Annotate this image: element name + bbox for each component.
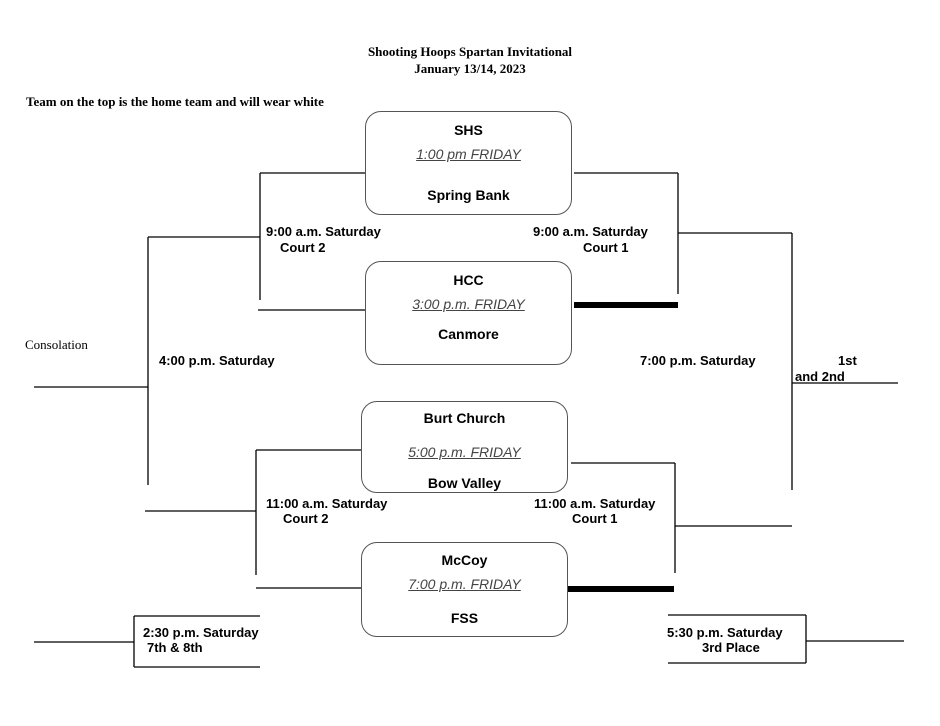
home-team-note: Team on the top is the home team and wil… [26, 94, 324, 109]
game-box-4: McCoy 7:00 p.m. FRIDAY FSS [361, 542, 568, 637]
cons-bottom-court: Court 2 [283, 511, 329, 526]
home-team: SHS [454, 122, 483, 138]
cons-top-court: Court 2 [280, 240, 326, 255]
game-time: 3:00 p.m. FRIDAY [412, 296, 525, 312]
event-dates: January 13/14, 2023 [414, 61, 526, 76]
game-box-2: HCC 3:00 p.m. FRIDAY Canmore [365, 261, 572, 365]
third-place-time: 5:30 p.m. Saturday [667, 625, 783, 640]
game-time: 5:00 p.m. FRIDAY [408, 444, 521, 460]
game-box-3: Burt Church 5:00 p.m. FRIDAY Bow Valley [361, 401, 568, 493]
win-bottom-court: Court 1 [572, 511, 618, 526]
championship-label-2: and 2nd [795, 369, 845, 384]
home-team: McCoy [441, 552, 488, 568]
away-team: Spring Bank [427, 187, 510, 203]
game-box-1: SHS 1:00 pm FRIDAY Spring Bank [365, 111, 572, 215]
seventh-eighth-label: 7th & 8th [147, 640, 203, 655]
third-place-label: 3rd Place [702, 640, 760, 655]
away-team: Bow Valley [427, 475, 502, 491]
home-team: Burt Church [423, 410, 506, 426]
win-bottom-time: 11:00 a.m. Saturday [534, 496, 656, 511]
win-top-court: Court 1 [583, 240, 629, 255]
consolation-label: Consolation [25, 337, 88, 352]
away-team: FSS [450, 610, 479, 626]
win-top-time: 9:00 a.m. Saturday [533, 224, 648, 239]
consolation-final-time: 4:00 p.m. Saturday [159, 353, 275, 368]
home-team: HCC [453, 272, 484, 288]
cons-bottom-time: 11:00 a.m. Saturday [266, 496, 388, 511]
cons-top-time: 9:00 a.m. Saturday [266, 224, 381, 239]
away-team: Canmore [438, 326, 499, 342]
event-title: Shooting Hoops Spartan Invitational [367, 44, 573, 59]
championship-time: 7:00 p.m. Saturday [640, 353, 756, 368]
game-time: 1:00 pm FRIDAY [416, 146, 521, 162]
game-time: 7:00 p.m. FRIDAY [408, 576, 521, 592]
seventh-eighth-time: 2:30 p.m. Saturday [143, 625, 259, 640]
championship-label-1: 1st [838, 353, 857, 368]
